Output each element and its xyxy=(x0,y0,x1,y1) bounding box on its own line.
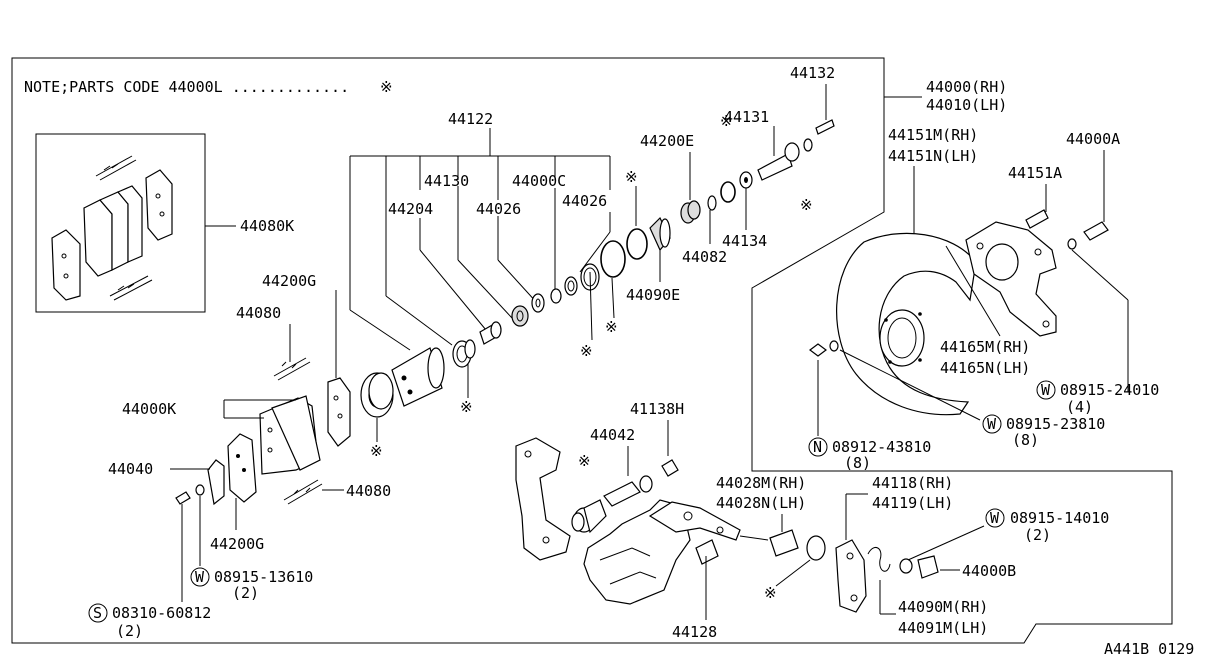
label-44026-b: 44026 xyxy=(562,192,607,210)
mark: ※ xyxy=(605,318,618,336)
label-44128: 44128 xyxy=(672,623,717,641)
label-44151A: 44151A xyxy=(1008,164,1062,182)
qty-08912-43810: (8) xyxy=(844,454,871,472)
label-44000B: 44000B xyxy=(962,562,1016,580)
label-44119: 44119(LH) xyxy=(872,494,953,512)
label-44090M: 44090M(RH) xyxy=(898,598,988,616)
label-44165M: 44165M(RH) xyxy=(940,338,1030,356)
label-44130: 44130 xyxy=(424,172,469,190)
mark: ※ xyxy=(460,398,473,416)
ref-code: A441B 0129 xyxy=(1104,640,1194,658)
mark: ※ xyxy=(580,342,593,360)
mark: ※ xyxy=(578,452,591,470)
label-44082: 44082 xyxy=(682,248,727,266)
label-08912-43810: 08912-43810 xyxy=(832,438,931,456)
label-44042: 44042 xyxy=(590,426,635,444)
screw-symbol xyxy=(88,603,108,623)
circle-letter-w: W xyxy=(990,509,1000,527)
circle-letter-w: W xyxy=(987,415,997,433)
label-44151N: 44151N(LH) xyxy=(888,147,978,165)
qty-08915-23810: (8) xyxy=(1012,431,1039,449)
label-44122: 44122 xyxy=(448,110,493,128)
label-44040: 44040 xyxy=(108,460,153,478)
label-08915-23810: 08915-23810 xyxy=(1006,415,1105,433)
note-mark: ※ xyxy=(380,78,393,96)
label-44200E: 44200E xyxy=(640,132,694,150)
nut-symbol xyxy=(808,437,828,457)
qty-08915-13610: (2) xyxy=(232,584,259,602)
label-44080K: 44080K xyxy=(240,217,294,235)
washer-symbol xyxy=(982,414,1002,434)
label-44134: 44134 xyxy=(722,232,767,250)
label-08915-14010: 08915-14010 xyxy=(1010,509,1109,527)
washer-symbol xyxy=(985,508,1005,528)
label-41138H: 41138H xyxy=(630,400,684,418)
qty-08310-60812: (2) xyxy=(116,622,143,640)
bracket-drawing xyxy=(965,209,1109,337)
label-44000A: 44000A xyxy=(1066,130,1120,148)
pad-kit-box xyxy=(35,133,206,313)
label-44000-rh: 44000(RH) xyxy=(926,78,1007,96)
pad-kit-drawing xyxy=(51,155,173,301)
label-08915-13610: 08915-13610 xyxy=(214,568,313,586)
label-44091M: 44091M(LH) xyxy=(898,619,988,637)
caliper-body-drawing xyxy=(515,437,939,613)
label-44028M: 44028M(RH) xyxy=(716,474,806,492)
label-44010-lh: 44010(LH) xyxy=(926,96,1007,114)
mark: ※ xyxy=(370,442,383,460)
qty-08915-14010: (2) xyxy=(1024,526,1051,544)
note-text: NOTE;PARTS CODE 44000L ............. xyxy=(24,78,349,96)
label-44000C: 44000C xyxy=(512,172,566,190)
label-44132: 44132 xyxy=(790,64,835,82)
circle-letter-n: N xyxy=(813,438,822,456)
mark: ※ xyxy=(625,168,638,186)
washer-symbol xyxy=(1036,380,1056,400)
label-44118: 44118(RH) xyxy=(872,474,953,492)
caliper-internals-drawing xyxy=(360,119,835,418)
main-frame-outline xyxy=(11,57,1173,644)
washer-symbol xyxy=(190,567,210,587)
label-44204: 44204 xyxy=(388,200,433,218)
pads-drawing xyxy=(175,357,351,506)
circle-letter-w: W xyxy=(1041,381,1051,399)
label-08915-24010: 08915-24010 xyxy=(1060,381,1159,399)
label-44080-top: 44080 xyxy=(236,304,281,322)
label-44200G-bottom: 44200G xyxy=(210,535,264,553)
guide-pin-drawing xyxy=(571,512,585,532)
label-08310-60812: 08310-60812 xyxy=(112,604,211,622)
qty-08915-24010: (4) xyxy=(1066,398,1093,416)
label-44200G-top: 44200G xyxy=(262,272,316,290)
circle-letter-w: W xyxy=(195,568,205,586)
circle-letter-s: S xyxy=(93,604,102,622)
piston-kit-bracket xyxy=(349,128,611,351)
label-44026-a: 44026 xyxy=(476,200,521,218)
mark: ※ xyxy=(764,584,777,602)
mark: ※ xyxy=(800,196,813,214)
label-44090E: 44090E xyxy=(626,286,680,304)
label-44165N: 44165N(LH) xyxy=(940,359,1030,377)
label-44151M: 44151M(RH) xyxy=(888,126,978,144)
label-44000K: 44000K xyxy=(122,400,176,418)
mark: ※ xyxy=(720,112,733,130)
label-44028N: 44028N(LH) xyxy=(716,494,806,512)
label-44080-bottom: 44080 xyxy=(346,482,391,500)
label-44131: 44131 xyxy=(724,108,769,126)
